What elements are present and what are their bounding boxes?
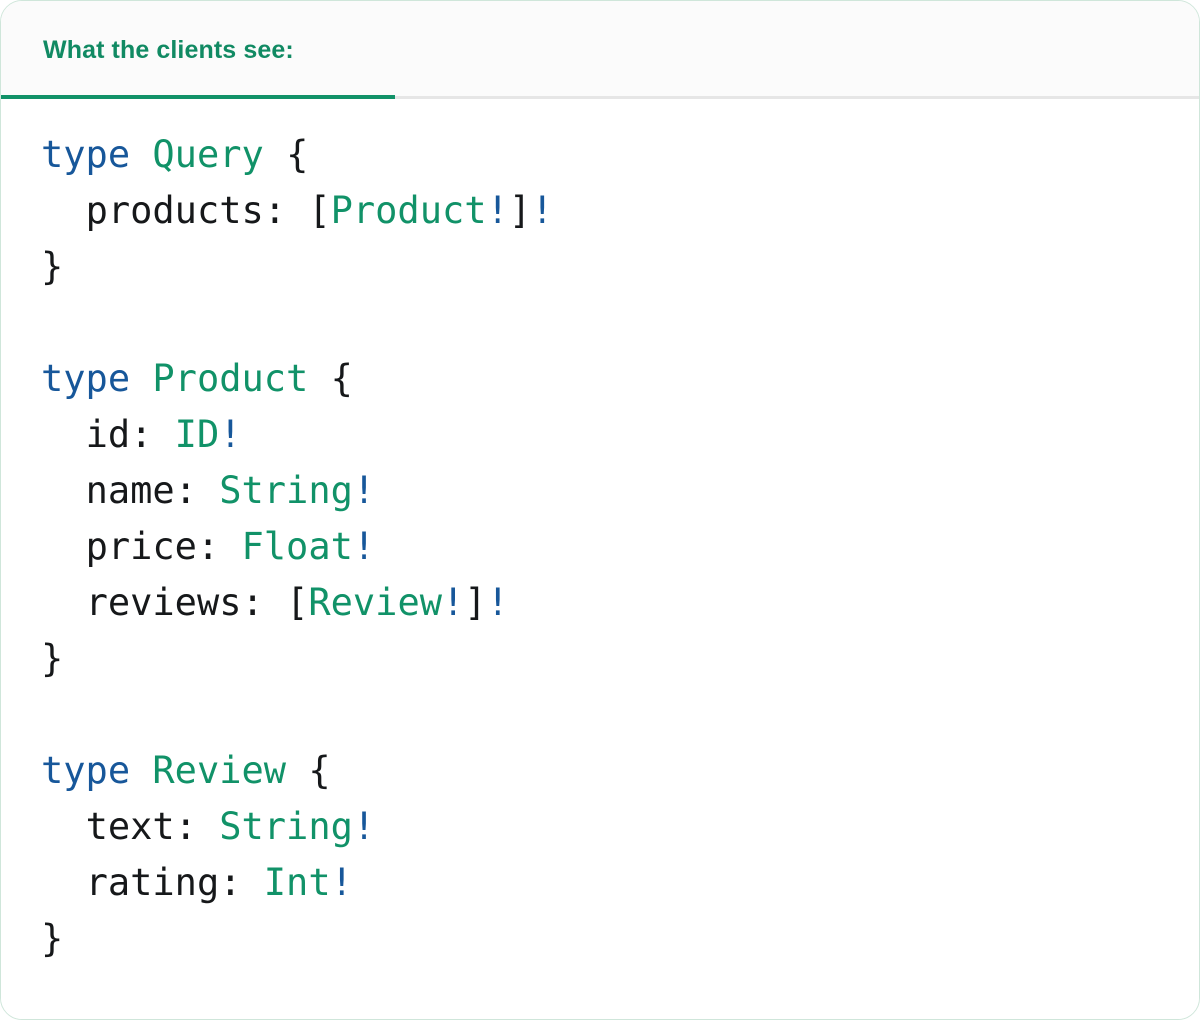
tab-strip: What the clients see: xyxy=(1,1,1199,99)
code-non-null-bang: ! xyxy=(486,189,509,232)
code-non-null-bang: ! xyxy=(330,861,353,904)
code-close-brace: } xyxy=(41,637,64,680)
code-non-null-bang: ! xyxy=(486,581,509,624)
code-keyword-type: type xyxy=(41,133,131,176)
code-type-name: Product xyxy=(152,357,309,400)
code-non-null-bang: ! xyxy=(352,525,376,568)
code-field-name: products: xyxy=(85,189,287,232)
code-close-brace: } xyxy=(41,245,64,288)
code-non-null-bang: ! xyxy=(352,469,376,512)
code-field-type: Float xyxy=(241,525,353,568)
code-field-name: rating: xyxy=(85,861,242,904)
code-field-type: String xyxy=(219,805,353,848)
code-field-name: price: xyxy=(85,525,220,568)
code-field-name: name: xyxy=(85,469,197,512)
code-open-bracket: [ xyxy=(308,189,331,232)
code-open-brace: { xyxy=(286,133,309,176)
tab-label: What the clients see: xyxy=(43,35,294,64)
tab-active-indicator xyxy=(1,95,395,99)
code-open-brace: { xyxy=(308,749,331,792)
code-field-name: reviews: xyxy=(85,581,264,624)
code-field-type: Product xyxy=(330,189,487,232)
code-non-null-bang: ! xyxy=(219,413,242,456)
code-field-name: text: xyxy=(85,805,197,848)
code-field-type: ID xyxy=(174,413,220,456)
code-open-bracket: [ xyxy=(286,581,309,624)
code-non-null-bang: ! xyxy=(531,189,554,232)
tab-strip-divider xyxy=(1,96,1199,99)
code-open-brace: { xyxy=(330,357,353,400)
code-keyword-type: type xyxy=(41,749,131,792)
code-type-name: Review xyxy=(152,749,287,792)
code-non-null-bang: ! xyxy=(352,805,376,848)
code-close-bracket: ] xyxy=(508,189,532,232)
code-field-type: String xyxy=(219,469,353,512)
code-field-name: id: xyxy=(85,413,153,456)
tab-what-the-clients-see[interactable]: What the clients see: xyxy=(1,1,320,99)
code-field-type: Int xyxy=(263,861,331,904)
code-type-name: Query xyxy=(152,133,264,176)
code-close-bracket: ] xyxy=(464,581,487,624)
code-keyword-type: type xyxy=(41,357,131,400)
code-area: type Query { products: [Product!]! } typ… xyxy=(1,99,1199,1019)
code-close-brace: } xyxy=(41,917,64,960)
graphql-schema-code[interactable]: type Query { products: [Product!]! } typ… xyxy=(1,127,1199,967)
code-non-null-bang: ! xyxy=(442,581,465,624)
code-field-type: Review xyxy=(308,581,442,624)
